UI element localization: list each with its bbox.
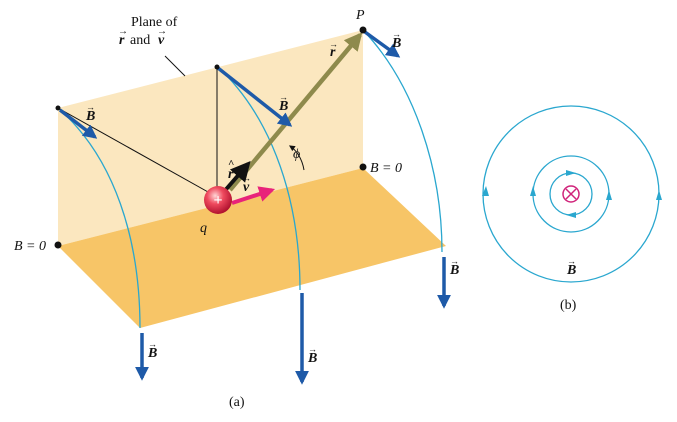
- into-page-circle: [562, 185, 580, 203]
- svg-text:B: B: [85, 109, 95, 124]
- into-page-x2: [565, 188, 577, 200]
- r-hat-mark: ^: [228, 158, 234, 170]
- r-vector-label: r: [330, 45, 336, 60]
- b-label-right-bottom: → B: [449, 256, 459, 278]
- middle-arrow-right: [606, 190, 612, 200]
- b-arrow-middle-top: [216, 66, 293, 127]
- svg-text:→: →: [148, 339, 157, 349]
- plane-label-leader: [164, 55, 186, 77]
- b-arrows-bottom: [135, 257, 451, 385]
- plane-label-line1: Plane of: [131, 15, 178, 30]
- b-label-right-top: → B: [391, 29, 401, 51]
- vertical-plane: [58, 30, 363, 246]
- r-vector-arrow: [228, 32, 363, 192]
- field-direction-arrows: [482, 170, 662, 218]
- b-zero-left-dot: [54, 241, 62, 249]
- svg-text:B: B: [566, 263, 576, 278]
- svg-text:→: →: [567, 256, 576, 266]
- b-arrows-top: [58, 30, 401, 139]
- b-zero-right-dot: [359, 163, 367, 171]
- line-to-left-point: [57, 107, 218, 198]
- svg-text:→: →: [392, 29, 401, 39]
- panel-a: + Plane of → r and → v P → r: [14, 8, 459, 410]
- panel-b: → B (b): [482, 105, 662, 313]
- field-line-left: [57, 107, 141, 329]
- b-zero-right-label: B = 0: [370, 161, 402, 176]
- point-left-dot: [55, 105, 61, 111]
- charge-sphere: [204, 186, 232, 214]
- plane-label-v: v: [158, 33, 165, 48]
- outer-arrow-right: [656, 190, 662, 200]
- point-p-dot: [359, 26, 367, 34]
- svg-text:B: B: [307, 351, 317, 366]
- b-arrow-right-top: [363, 30, 401, 58]
- panel-b-caption: (b): [560, 298, 577, 313]
- point-middle-dot: [214, 64, 220, 70]
- plane-label-r: r: [119, 33, 125, 48]
- field-line-right: [362, 29, 443, 253]
- r-vector-arrow-mark: →: [329, 39, 338, 49]
- v-label: v: [243, 180, 250, 195]
- plane-label-line2: → r and → v: [118, 26, 167, 48]
- inner-arrow-top: [566, 170, 576, 176]
- b-label-middle-bottom: → B: [307, 344, 317, 366]
- b-label-left-top: → B: [85, 102, 95, 124]
- phi-label: ϕ: [293, 147, 300, 162]
- outer-arrow-top-left: [482, 186, 489, 196]
- svg-text:B: B: [147, 346, 157, 361]
- v-arrow-mark: →: [242, 173, 251, 183]
- svg-text:→: →: [308, 344, 317, 354]
- charge-sign: +: [213, 192, 222, 209]
- floor-plane: [58, 168, 446, 328]
- b-zero-left-label: B = 0: [14, 239, 46, 254]
- field-line-middle: [216, 65, 301, 291]
- svg-text:→: →: [450, 256, 459, 266]
- plane-label-and: and: [130, 33, 150, 48]
- phi-angle-arc: [289, 145, 305, 171]
- svg-text:B: B: [391, 36, 401, 51]
- panel-b-b-label: → B: [566, 256, 576, 278]
- point-p-label: P: [355, 8, 365, 23]
- svg-text:→: →: [86, 102, 95, 112]
- inner-arrow-bottom: [566, 212, 576, 218]
- velocity-arrow: [231, 186, 276, 205]
- r-hat-label: r: [228, 167, 234, 182]
- b-label-middle-top: → B: [278, 92, 288, 114]
- svg-text:→: →: [279, 92, 288, 102]
- plane-label-r-arrow: →: [118, 26, 128, 37]
- b-arrow-left-top: [58, 108, 98, 139]
- middle-arrow-left: [530, 186, 536, 196]
- field-lines: [57, 29, 443, 329]
- svg-text:B: B: [278, 99, 288, 114]
- plane-label-v-arrow: →: [157, 26, 167, 37]
- svg-text:B: B: [449, 263, 459, 278]
- construction-lines: [57, 55, 218, 200]
- b-label-left-bottom: → B: [147, 339, 157, 361]
- panel-a-caption: (a): [229, 395, 245, 410]
- charge-label: q: [200, 221, 207, 236]
